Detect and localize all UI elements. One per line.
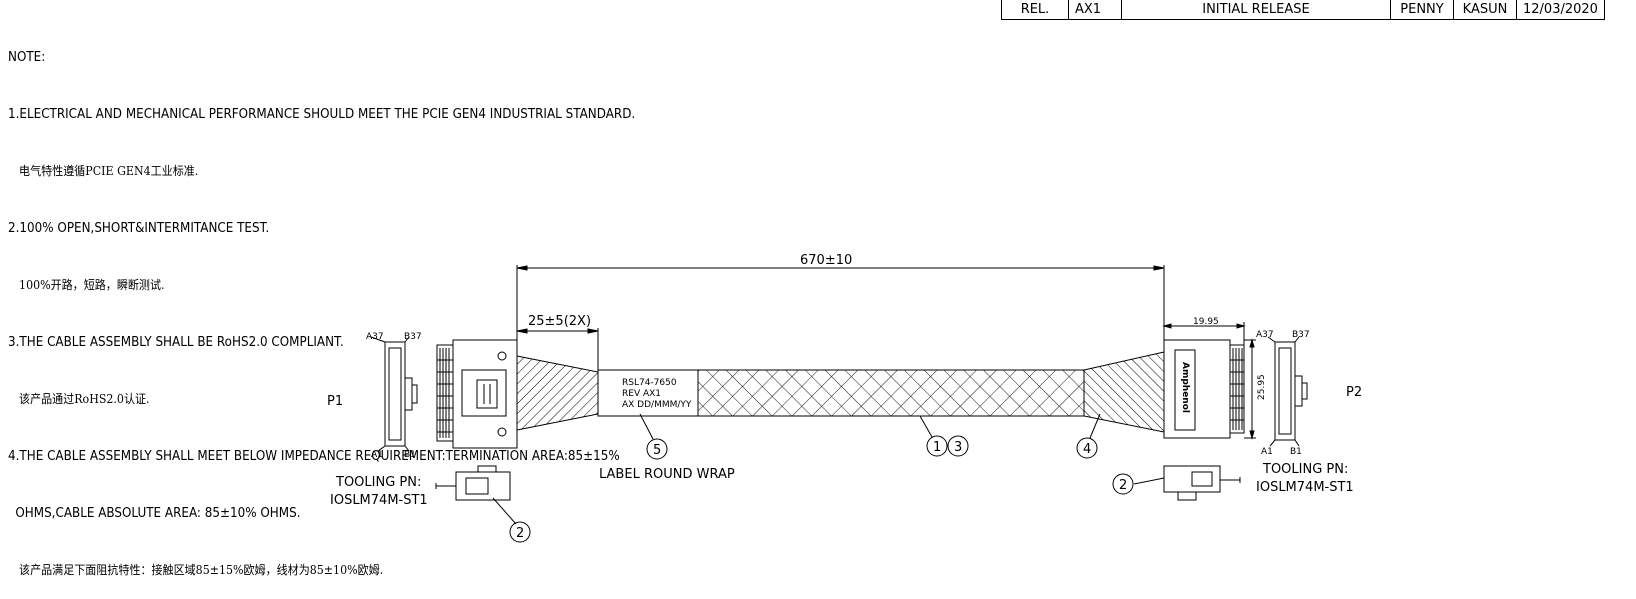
balloon-5-text: 5 xyxy=(653,443,661,458)
p1-pin-a1: A1 xyxy=(371,450,383,460)
balloon-2-right-text: 2 xyxy=(1119,478,1127,493)
notes-heading: NOTE: xyxy=(8,50,46,65)
p2-connector-body xyxy=(1163,339,1245,439)
p1-pin-a37: A37 xyxy=(366,332,384,342)
left-fanout xyxy=(516,355,599,431)
balloon-4-text: 4 xyxy=(1083,442,1091,457)
note-4-en: 4.THE CABLE ASSEMBLY SHALL MEET BELOW IM… xyxy=(8,449,620,464)
balloon-3 xyxy=(947,435,969,457)
label-line-1: RSL74-7650 xyxy=(622,378,677,388)
rev-version-cell: AX1 xyxy=(1068,0,1122,20)
tooling-right-pn: IOSLM74M-ST1 xyxy=(1256,480,1354,495)
note-4-en-cont: OHMS,CABLE ABSOLUTE AREA: 85±10% OHMS. xyxy=(15,506,301,521)
p2-contacts xyxy=(1230,348,1244,430)
balloon-4 xyxy=(1076,437,1098,459)
cable-drawing: 670±10 25±5(2X) RSL74-7650 REV AX1 AX DD… xyxy=(327,253,1362,543)
p2-height-dim: 25.95 xyxy=(1257,374,1267,400)
breakout-dimension xyxy=(516,328,599,372)
p1-front-view xyxy=(370,336,418,452)
tooling-right-label: TOOLING PN: xyxy=(1262,462,1348,477)
tooling-right xyxy=(1133,465,1241,501)
brand-logo-text: Amphenol xyxy=(1180,362,1190,413)
p1-pin-b1: B1 xyxy=(404,450,416,460)
p2-pin-a1: A1 xyxy=(1261,447,1273,457)
overall-dimension xyxy=(516,265,1165,340)
p2-width-dim: 19.95 xyxy=(1193,317,1219,327)
revision-row: REL. AX1 INITIAL RELEASE PENNY KASUN 12/… xyxy=(1001,0,1605,20)
right-fanout xyxy=(1083,351,1165,433)
breakout-length-label: 25±5(2X) xyxy=(528,314,591,329)
rev-description-cell: INITIAL RELEASE xyxy=(1121,0,1391,20)
note-1-en: 1.ELECTRICAL AND MECHANICAL PERFORMANCE … xyxy=(8,107,636,122)
rev-date-cell: 12/03/2020 xyxy=(1516,0,1605,20)
rev-checked-cell: KASUN xyxy=(1453,0,1517,20)
balloon-2-left-text: 2 xyxy=(516,526,524,541)
p2-pin-b1: B1 xyxy=(1290,447,1302,457)
p2-pin-a37: A37 xyxy=(1256,330,1274,340)
p2-dimensions xyxy=(1162,322,1256,440)
label-line-2: REV AX1 xyxy=(622,389,661,399)
note-3-cn: 该产品通过RoHS2.0认证. xyxy=(19,392,150,406)
label-line-3: AX DD/MMM/YY xyxy=(622,400,692,410)
p1-label: P1 xyxy=(327,394,343,409)
p1-contacts xyxy=(437,348,453,438)
tooling-left-label: TOOLING PN: xyxy=(335,475,421,490)
balloon-3-text: 3 xyxy=(954,440,962,455)
note-1-cn: 电气特性遵循PCIE GEN4工业标准. xyxy=(19,164,199,178)
note-3-en: 3.THE CABLE ASSEMBLY SHALL BE RoHS2.0 CO… xyxy=(8,335,344,350)
rev-drawn-cell: PENNY xyxy=(1390,0,1454,20)
balloon-2-right xyxy=(1112,473,1134,495)
note-2-en: 2.100% OPEN,SHORT&INTERMITANCE TEST. xyxy=(8,221,270,236)
tooling-left xyxy=(435,465,517,525)
balloon-2-left xyxy=(509,521,531,543)
label-note: LABEL ROUND WRAP xyxy=(599,467,735,482)
revision-table: REL. AX1 INITIAL RELEASE PENNY KASUN 12/… xyxy=(1001,0,1605,20)
note-2-cn: 100%开路，短路，瞬断测试. xyxy=(19,278,165,292)
rev-rel-cell: REL. xyxy=(1001,0,1069,20)
tooling-left-pn: IOSLM74M-ST1 xyxy=(330,493,428,508)
p2-pin-b37: B37 xyxy=(1292,330,1310,340)
overall-length-label: 670±10 xyxy=(800,253,852,268)
balloon-5 xyxy=(646,438,668,460)
p2-label: P2 xyxy=(1346,385,1362,400)
balloon-1-text: 1 xyxy=(933,440,941,455)
p1-pin-b37: B37 xyxy=(404,332,422,342)
note-4-cn: 该产品满足下面阻抗特性：接触区域85±15%欧姆，线材为85±10%欧姆. xyxy=(19,563,384,577)
p2-front-view xyxy=(1267,336,1308,447)
balloon-1 xyxy=(926,435,948,457)
